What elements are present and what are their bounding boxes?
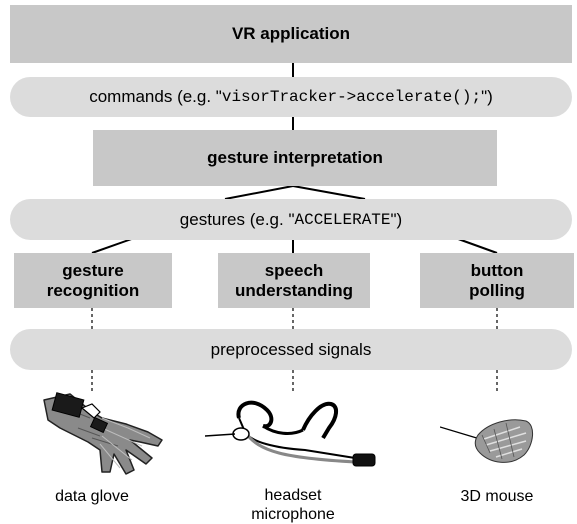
data-glove-caption: data glove [12,487,172,506]
3d-mouse-label: 3D mouse [460,488,534,505]
speech-understanding-line1: speech [264,260,324,280]
gesture-recognition-box: gesture recognition [14,253,172,308]
speech-understanding-box: speech understanding [218,253,370,308]
gesture-interpretation-box: gesture interpretation [93,130,497,186]
vr-application-label: VR application [231,24,351,43]
gestures-suffix: ") [390,209,403,229]
gestures-code: ACCELERATE [294,210,391,229]
preprocessed-signals-pill: preprocessed signals [10,329,572,370]
3d-mouse-icon [440,419,533,463]
commands-suffix: ") [481,87,493,106]
gestures-pill: gestures (e.g. "ACCELERATE") [10,199,572,240]
connector-interpretation-gestures-left [224,185,294,200]
commands-code: visorTracker->accelerate(); [221,88,482,106]
button-polling-line2: polling [469,280,525,300]
headset-label-line2: microphone [251,506,335,523]
data-glove-label: data glove [55,488,129,505]
preprocessed-signals-label: preprocessed signals [210,339,372,359]
vr-application-box: VR application [10,5,572,63]
3d-mouse-caption: 3D mouse [417,487,577,506]
gesture-recognition-line2: recognition [46,280,140,300]
commands-pill: commands (e.g. "visorTracker->accelerate… [10,77,572,117]
gesture-interpretation-label: gesture interpretation [207,148,383,167]
headset-microphone-icon [205,400,376,467]
headset-microphone-caption: headset microphone [213,486,373,524]
speech-understanding-line2: understanding [234,280,354,300]
data-glove-icon [43,392,163,475]
connector-interpretation-gestures-right [292,185,366,200]
commands-prefix: commands (e.g. " [89,87,222,106]
gestures-prefix: gestures (e.g. " [179,209,295,229]
button-polling-box: button polling [420,253,574,308]
button-polling-line1: button [470,260,524,280]
gesture-recognition-line1: gesture [62,260,124,280]
headset-label-line1: headset [264,487,322,504]
